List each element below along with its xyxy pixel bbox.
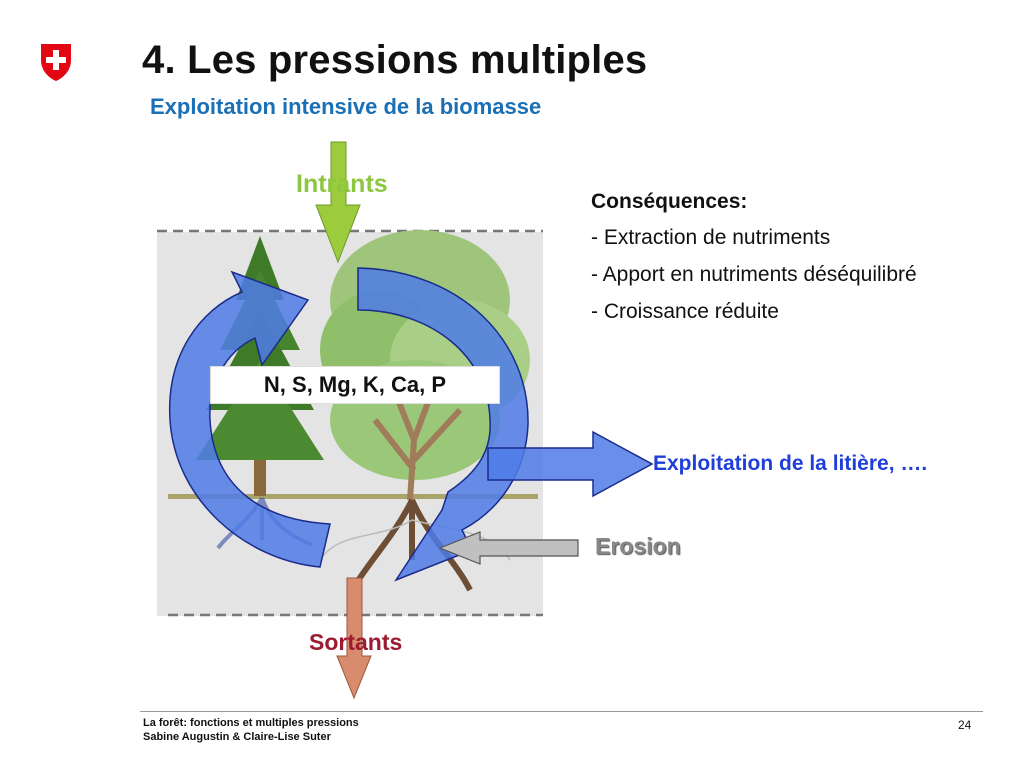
consequence-item: - Extraction de nutriments xyxy=(591,226,831,249)
litter-exploitation-arrow xyxy=(487,430,654,498)
ground-line xyxy=(168,494,538,499)
footer-credits: La forêt: fonctions et multiples pressio… xyxy=(143,716,359,744)
outputs-label: Sortants xyxy=(309,629,403,655)
footer-divider xyxy=(140,711,983,712)
footer-title: La forêt: fonctions et multiples pressio… xyxy=(143,717,359,729)
outputs-arrow xyxy=(336,577,372,700)
erosion-label: Erosion xyxy=(595,533,681,559)
litter-exploitation-label: Exploitation de la litière, …. xyxy=(653,452,928,475)
inputs-arrow xyxy=(315,141,361,264)
nutrient-cycle-arrows xyxy=(168,267,529,582)
consequence-item: - Apport en nutriments déséquilibré xyxy=(591,263,917,286)
page-title: 4. Les pressions multiples xyxy=(142,38,648,82)
consequence-item: - Croissance réduite xyxy=(591,300,779,323)
nutrients-label: N, S, Mg, K, Ca, P xyxy=(210,366,500,404)
page-number: 24 xyxy=(958,718,972,732)
page-subtitle: Exploitation intensive de la biomasse xyxy=(150,94,542,119)
inputs-label: Intrants xyxy=(296,170,388,198)
consequences-list: Conséquences: - Extraction de nutriments… xyxy=(591,190,917,337)
erosion-arrow xyxy=(438,531,579,565)
footer-authors: Sabine Augustin & Claire-Lise Suter xyxy=(143,731,331,743)
consequences-heading: Conséquences: xyxy=(591,190,748,213)
swiss-cross-shield-icon xyxy=(41,44,71,81)
